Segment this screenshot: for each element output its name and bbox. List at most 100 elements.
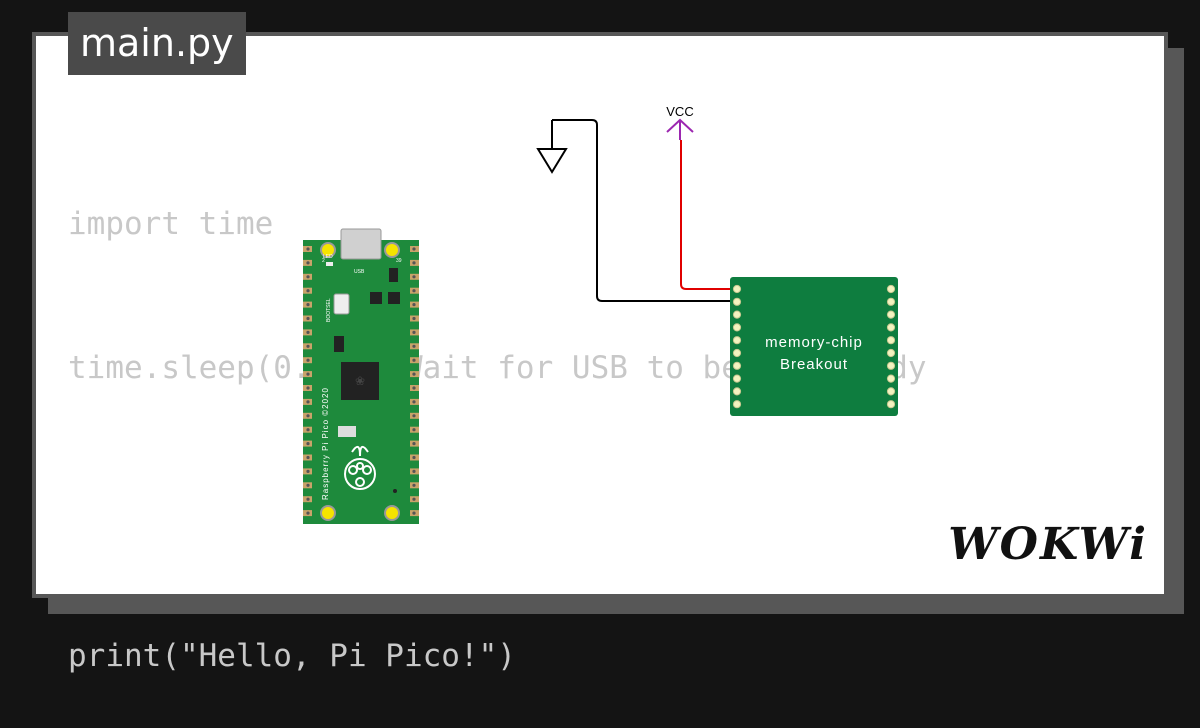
rp2040-logo-icon: ❀ xyxy=(355,374,365,388)
pico-pin-hole xyxy=(412,372,416,376)
code-line-1: import time xyxy=(68,206,274,242)
pico-pin-hole xyxy=(412,358,416,362)
breakout-pin-left-9[interactable] xyxy=(732,387,742,396)
usb-silk: USB xyxy=(354,269,365,275)
mount-hole-bottom-left xyxy=(320,505,336,521)
pico-pin-hole xyxy=(306,414,310,418)
pico-pin-hole xyxy=(306,386,310,390)
bootsel-silk: BOOTSEL xyxy=(326,298,332,322)
breakout-pin-right-7[interactable] xyxy=(886,361,896,370)
debug-pad xyxy=(393,489,397,493)
pico-pin-hole xyxy=(412,316,416,321)
code-line-4: print("Hello, Pi Pico!") xyxy=(68,638,516,674)
pico-pin-hole xyxy=(306,400,310,404)
memory-chip-breakout[interactable]: memory-chip Breakout xyxy=(730,277,898,416)
pico-pin-hole xyxy=(306,428,310,432)
pin40-silk: 39 xyxy=(396,258,402,264)
flash-chip-1 xyxy=(370,292,382,304)
breakout-pin-left-2[interactable] xyxy=(732,297,742,306)
breakout-title: memory-chip xyxy=(765,334,863,351)
pico-pin-hole xyxy=(412,330,416,334)
usb-connector[interactable] xyxy=(340,228,382,260)
breakout-pin-right-4[interactable] xyxy=(886,323,896,332)
pico-pin-hole xyxy=(306,247,310,251)
pico-pin-hole xyxy=(412,386,416,390)
breakout-pin-left-7[interactable] xyxy=(732,361,742,370)
simulation-canvas[interactable] xyxy=(32,32,1168,598)
led xyxy=(326,262,333,266)
mount-hole-top-left xyxy=(320,242,336,258)
breakout-pin-left-8[interactable] xyxy=(732,374,742,383)
gnd-wire[interactable] xyxy=(552,119,737,302)
pico-pin-hole xyxy=(412,455,416,460)
rp2040-chip xyxy=(341,362,379,400)
pico-pin-hole xyxy=(412,428,416,432)
raspberry-pi-pico[interactable]: 2 LED USB 39 BOOTSEL ❀ Raspberry Pi Pico… xyxy=(303,228,419,524)
pico-pin-hole xyxy=(306,511,310,515)
raspberry-pi-logo-icon xyxy=(344,445,376,490)
breakout-subtitle: Breakout xyxy=(780,356,848,373)
pico-pin-hole xyxy=(412,483,416,487)
pico-pin-hole xyxy=(412,303,416,307)
pico-pin-hole xyxy=(412,414,416,418)
mount-hole-top-right xyxy=(384,242,400,258)
pico-pin-hole xyxy=(306,358,310,362)
breakout-board xyxy=(730,277,898,416)
breakout-pins[interactable] xyxy=(732,284,896,409)
pico-pin-hole xyxy=(306,289,310,293)
pico-pin-hole xyxy=(412,511,416,515)
pin1-silk: 2 xyxy=(322,258,325,264)
pico-pin-hole xyxy=(306,483,310,487)
breakout-pin-right-1[interactable] xyxy=(886,284,896,294)
pico-pin-hole xyxy=(306,275,310,279)
mount-hole-bottom-right xyxy=(384,505,400,521)
pico-pin-hole xyxy=(306,261,310,265)
vcc-symbol[interactable]: VCC xyxy=(666,104,694,140)
pico-pin-hole xyxy=(412,247,416,251)
pico-pin-hole xyxy=(306,469,310,473)
breakout-pin-left-6[interactable] xyxy=(732,348,742,358)
pico-pins-right[interactable] xyxy=(410,246,419,517)
circuit-diagram[interactable]: 2 LED USB 39 BOOTSEL ❀ Raspberry Pi Pico… xyxy=(0,0,1200,630)
pico-pin-hole xyxy=(412,400,416,404)
breakout-pin-right-2[interactable] xyxy=(886,297,896,306)
vcc-wire[interactable] xyxy=(680,140,737,290)
wokwi-logo: WOKWi xyxy=(948,519,1148,570)
pico-pin-hole xyxy=(306,344,310,348)
pico-pin-hole xyxy=(306,442,310,446)
pico-pin-hole xyxy=(306,330,310,334)
pico-pin-hole xyxy=(306,303,310,307)
pico-pin-hole xyxy=(412,497,416,501)
pico-pin-hole xyxy=(412,289,416,293)
crystal xyxy=(334,336,344,352)
pico-pin-hole xyxy=(306,497,310,501)
breakout-pin-right-8[interactable] xyxy=(886,374,896,383)
breakout-pin-left-1[interactable] xyxy=(732,284,742,294)
breakout-pin-left-5[interactable] xyxy=(732,336,742,345)
test-pad xyxy=(338,426,356,437)
file-tab-label: main.py xyxy=(80,21,234,65)
pico-pin-hole xyxy=(412,442,416,446)
pico-pins-left[interactable] xyxy=(303,246,312,517)
pico-pin-hole xyxy=(306,372,310,376)
breakout-pin-left-10[interactable] xyxy=(732,400,742,409)
breakout-pin-right-10[interactable] xyxy=(886,400,896,409)
pico-pin-hole xyxy=(412,275,416,279)
flash-chip-2 xyxy=(388,292,400,304)
ground-symbol[interactable] xyxy=(536,120,568,174)
file-tab-main-py[interactable]: main.py xyxy=(68,12,246,75)
breakout-pin-right-3[interactable] xyxy=(886,310,896,319)
pico-pin-hole xyxy=(412,344,416,348)
breakout-pin-right-5[interactable] xyxy=(886,336,896,345)
breakout-pin-left-4[interactable] xyxy=(732,323,742,332)
bootsel-button[interactable] xyxy=(333,293,350,315)
vcc-label: VCC xyxy=(666,104,693,119)
breakout-pin-left-3[interactable] xyxy=(732,310,742,319)
pico-pin-hole xyxy=(412,261,416,265)
pico-pin-hole xyxy=(412,469,416,473)
breakout-pin-right-9[interactable] xyxy=(886,387,896,396)
regulator-chip xyxy=(389,268,398,282)
pico-pin-hole xyxy=(306,455,310,460)
breakout-pin-right-6[interactable] xyxy=(886,348,896,358)
board-name-silk: Raspberry Pi Pico ©2020 xyxy=(321,387,330,500)
